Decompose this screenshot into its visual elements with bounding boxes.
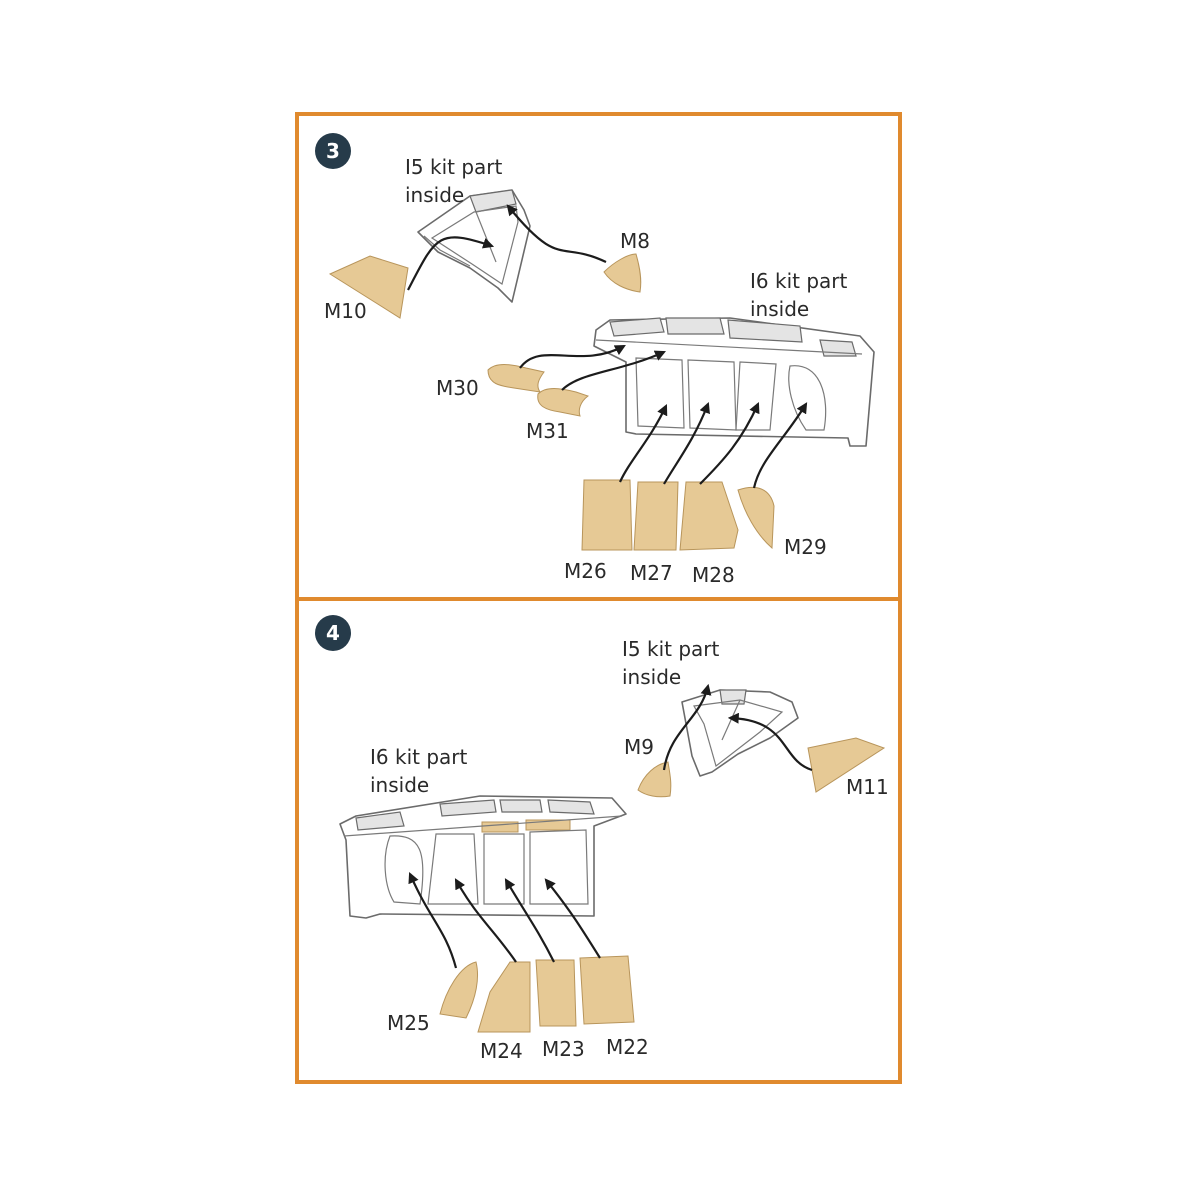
mask-m29-label: M29 [784, 535, 827, 559]
mask-m30-label: M30 [436, 376, 479, 400]
mask-m27-label: M27 [630, 561, 673, 585]
mask-m27 [633, 481, 679, 551]
step-4-i5-label-line1: I5 kit part [622, 637, 719, 661]
step-4-i6-label-line2: inside [370, 773, 429, 797]
mask-m23 [535, 959, 577, 1027]
mask-m9 [637, 761, 672, 798]
step-3-number: 3 [326, 139, 340, 163]
arrow-m30 [519, 344, 626, 369]
step-3-panel: 3 I5 kit part inside M10 M8 [295, 112, 902, 601]
step-4-i5-windscreen-part [681, 689, 799, 777]
arrow-m10 [407, 236, 495, 291]
arrow-m24 [454, 878, 517, 963]
arrow-m27 [663, 401, 710, 485]
mask-m31-label: M31 [526, 419, 569, 443]
step-3-i5-label-line2: inside [405, 183, 464, 207]
arrow-m31 [561, 350, 667, 391]
mask-m11 [807, 737, 886, 793]
mask-m28-label: M28 [692, 563, 735, 587]
step-3-i6-canopy-part [593, 317, 875, 447]
mask-m30 [487, 364, 545, 393]
step-3-badge: 3 [315, 133, 351, 169]
mask-m8-label: M8 [620, 229, 650, 253]
mask-m8 [603, 253, 642, 293]
mask-m10-label: M10 [324, 299, 367, 323]
step-4-i6-label-line1: I6 kit part [370, 745, 467, 769]
step-3-i5-windscreen-part [417, 189, 531, 303]
step-4-number: 4 [326, 621, 340, 645]
step-3-i6-label-line2: inside [750, 297, 809, 321]
arrow-m8 [506, 204, 607, 263]
mask-m11-label: M11 [846, 775, 889, 799]
mask-m22-label: M22 [606, 1035, 649, 1059]
mask-m26 [581, 479, 633, 551]
arrow-m11 [727, 712, 813, 772]
step-4-i6-canopy-part [339, 795, 627, 919]
mask-m29 [737, 486, 775, 550]
mask-m23-label: M23 [542, 1037, 585, 1061]
step-4-panel: 4 I5 kit part inside M9 M11 [295, 597, 902, 1084]
mask-m24-label: M24 [480, 1039, 523, 1063]
step-4-badge: 4 [315, 615, 351, 651]
mask-m25-label: M25 [387, 1011, 430, 1035]
arrow-m22 [544, 878, 601, 959]
mask-m24 [477, 961, 531, 1033]
arrow-m26 [618, 404, 668, 483]
arrow-m29 [752, 402, 808, 489]
step-3-i5-label-line1: I5 kit part [405, 155, 502, 179]
mask-m31 [537, 388, 590, 417]
mask-m10 [328, 255, 409, 319]
arrow-m9 [662, 683, 712, 771]
mask-m22 [579, 955, 635, 1025]
mask-m25 [439, 961, 479, 1019]
arrow-m28 [699, 401, 760, 485]
mask-m9-label: M9 [624, 735, 654, 759]
arrow-m23 [504, 878, 555, 963]
mask-m28 [679, 481, 739, 551]
arrow-m25 [408, 871, 458, 969]
step-3-i6-label-line1: I6 kit part [750, 269, 847, 293]
step-4-frame [295, 597, 902, 1084]
step-4-i5-label-line2: inside [622, 665, 681, 689]
mask-m26-label: M26 [564, 559, 607, 583]
